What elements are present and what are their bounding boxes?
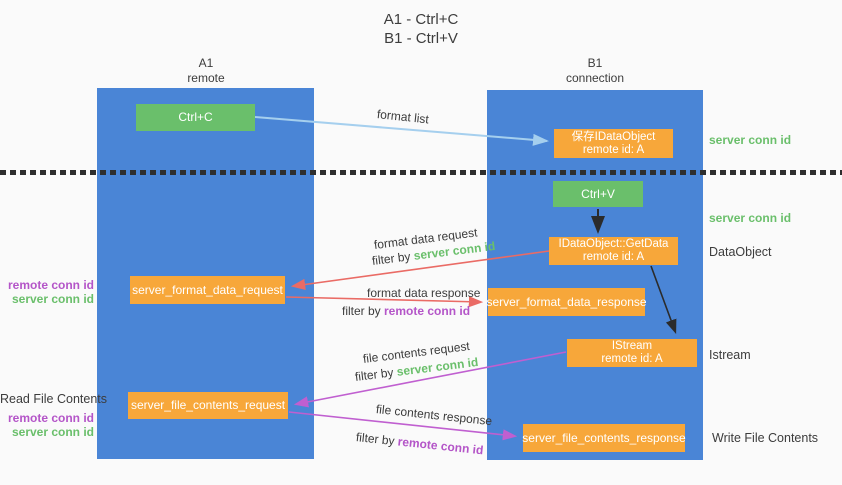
server-format-data-request-label: server_format_data_request (132, 282, 283, 297)
getdata-box: IDataObject::GetData remote id: A (549, 237, 678, 265)
server-conn-id-label-1: server conn id (11, 291, 94, 306)
format-list-label: format list (376, 107, 430, 127)
left-conn-id-group-2: remote conn id server conn id (0, 411, 94, 439)
getdata-line1: IDataObject::GetData (558, 238, 669, 250)
filter-by-remote-conn-id-2: filter by remote conn id (355, 430, 484, 457)
server-conn-id-top-label: server conn id (709, 133, 792, 147)
dataobject-label: DataObject (709, 245, 772, 259)
istream-box: IStream remote id: A (567, 339, 697, 367)
save-idataobject-box: 保存IDataObject remote id: A (554, 129, 673, 158)
remote-conn-id-label-2: remote conn id (7, 411, 94, 425)
server-file-contents-response-box: server_file_contents_response (522, 424, 686, 452)
server-file-contents-response-label: server_file_contents_response (522, 430, 686, 445)
server-format-data-request-box: server_format_data_request (130, 276, 285, 304)
title-line-b1: B1 - Ctrl+V (384, 30, 458, 47)
lane-a1-name: A1 (198, 56, 214, 70)
read-file-contents-label: Read File Contents (0, 392, 108, 406)
filter-remote-conn-id-2: remote conn id (397, 434, 485, 458)
server-file-contents-request-label: server_file_contents_request (130, 398, 286, 412)
server-conn-id-mid-label: server conn id (709, 211, 792, 225)
server-conn-id-label-2: server conn id (11, 424, 94, 439)
filter-by-prefix-2: filter by (342, 304, 385, 318)
title-line-a1: A1 - Ctrl+C (383, 11, 459, 28)
file-contents-response-label: file contents response (375, 402, 493, 429)
istream-side-label: Istream (709, 348, 751, 362)
lane-b1-subtitle: connection (565, 71, 625, 85)
ctrl-v-label: Ctrl+V (581, 186, 615, 201)
getdata-line2: remote id: A (582, 251, 645, 263)
left-conn-id-group-1: remote conn id server conn id (0, 278, 94, 306)
separator-dotted-line (0, 170, 842, 175)
server-file-contents-request-box: server_file_contents_request (128, 392, 288, 419)
ctrl-v-box: Ctrl+V (553, 181, 643, 207)
lane-header-b1: B1 connection (535, 56, 655, 86)
remote-conn-id-label-1: remote conn id (7, 278, 94, 292)
save-idataobject-line2: remote id: A (582, 143, 645, 156)
ctrl-c-box: Ctrl+C (136, 104, 255, 131)
filter-remote-conn-id-1: remote conn id (384, 304, 471, 318)
server-format-data-response-label: server_format_data_response (486, 294, 647, 309)
filter-by-prefix-1: filter by (371, 248, 415, 268)
filter-by-remote-conn-id-1: filter by remote conn id (342, 304, 470, 318)
istream-line1: IStream (611, 340, 653, 352)
lane-a1-subtitle: remote (187, 71, 225, 85)
diagram-title: A1 - Ctrl+C B1 - Ctrl+V (0, 10, 842, 48)
format-data-response-label: format data response (367, 286, 481, 300)
lane-b1-name: B1 (587, 56, 603, 70)
ctrl-c-label: Ctrl+C (178, 110, 213, 124)
istream-line2: remote id: A (601, 353, 663, 365)
filter-by-prefix-4: filter by (355, 430, 399, 449)
server-format-data-response-box: server_format_data_response (486, 288, 647, 316)
lane-header-a1: A1 remote (146, 56, 266, 86)
save-idataobject-line1: 保存IDataObject (571, 130, 656, 143)
write-file-contents-label: Write File Contents (712, 431, 819, 445)
filter-by-prefix-3: filter by (354, 364, 398, 384)
